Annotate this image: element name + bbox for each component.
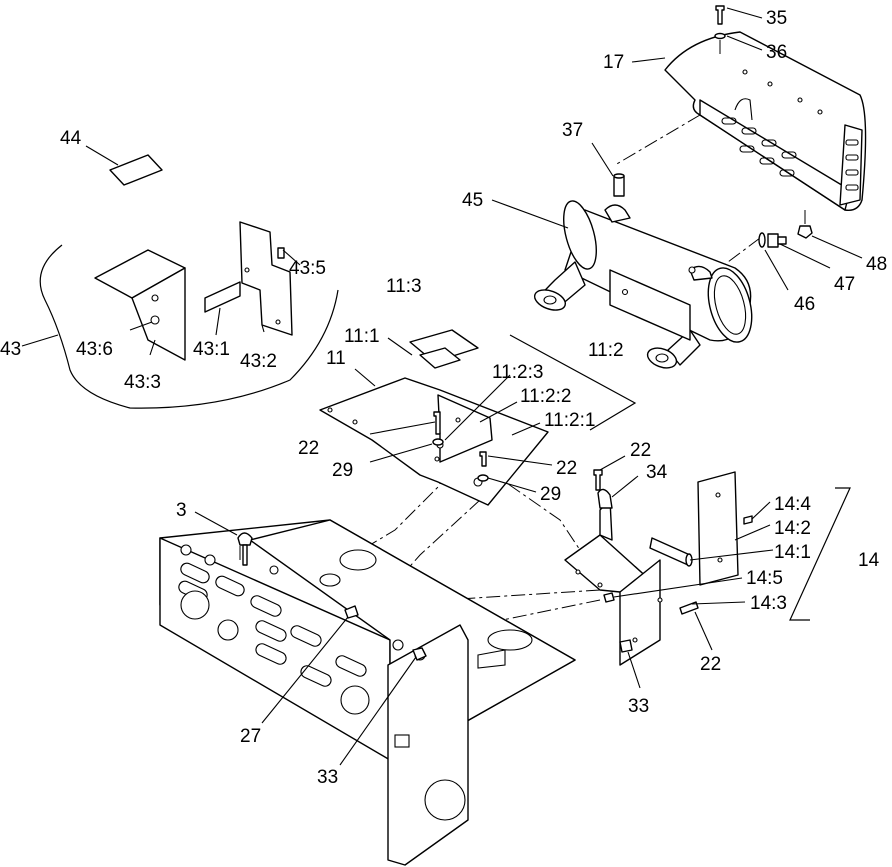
callout-22-d: 22 (700, 654, 721, 675)
callout-43-6: 43:6 (76, 339, 113, 360)
nut-33-right (619, 639, 633, 653)
screw-22-b (479, 451, 487, 467)
callout-14-2: 14:2 (774, 518, 811, 539)
callout-35: 35 (766, 8, 787, 29)
callout-11-2: 11:2 (588, 340, 624, 361)
callout-22-c: 22 (630, 440, 651, 461)
callout-47: 47 (834, 274, 855, 295)
washer-29-b (477, 474, 489, 482)
washer-29-a (432, 438, 444, 446)
bracket-assembly-43 (94, 221, 293, 361)
callout-43-1: 43:1 (193, 339, 230, 360)
leader-lines (21, 7, 863, 766)
heat-shield-17 (664, 31, 867, 211)
screw-22-a (433, 411, 441, 435)
callout-36: 36 (766, 42, 787, 63)
spacer-37 (613, 173, 625, 197)
callout-43-2: 43:2 (240, 351, 277, 372)
main-frame (159, 519, 576, 866)
clamp-34 (597, 488, 613, 509)
callout-37: 37 (562, 120, 583, 141)
callout-43-3: 43:3 (124, 372, 161, 393)
muffler-45 (533, 200, 753, 369)
washer-46 (758, 232, 766, 248)
callout-45: 45 (462, 190, 483, 211)
callout-29-b: 29 (540, 484, 561, 505)
callout-44: 44 (60, 128, 82, 149)
callout-22-b: 22 (556, 458, 577, 479)
callout-43-5: 43:5 (289, 258, 326, 279)
nut-33-frame (412, 647, 427, 661)
screw-22-c (593, 469, 603, 491)
callout-labels: 35 36 17 37 45 48 47 46 44 43 43:5 43:6 … (0, 8, 887, 788)
callout-33-a: 33 (628, 696, 649, 717)
callout-11-3: 11:3 (386, 276, 422, 297)
callout-29-a: 29 (332, 460, 353, 481)
callout-17: 17 (603, 52, 624, 73)
callout-14-4: 14:4 (774, 494, 811, 515)
nut-48 (797, 225, 813, 239)
callout-48: 48 (866, 254, 887, 275)
callout-22-a: 22 (298, 438, 319, 459)
decal-11-1 (419, 347, 461, 369)
knob-3 (237, 532, 253, 566)
screw-35 (715, 5, 725, 25)
callout-46: 46 (794, 294, 815, 315)
nut-14-5 (603, 592, 615, 603)
callout-14-1: 14:1 (774, 542, 811, 563)
callout-11-1: 11:1 (344, 326, 380, 347)
screw-22-d (679, 601, 699, 615)
callout-34: 34 (646, 462, 668, 483)
callout-14-5: 14:5 (746, 568, 783, 589)
callout-11-2-3: 11:2:3 (492, 362, 543, 383)
callout-33-b: 33 (317, 767, 338, 788)
bracket-assembly-14 (564, 471, 753, 666)
callout-11-2-1: 11:2:1 (544, 410, 595, 431)
callout-3: 3 (176, 500, 187, 521)
callout-14: 14 (858, 550, 880, 571)
callout-43: 43 (0, 339, 21, 360)
callout-14-3: 14:3 (750, 593, 787, 614)
bolt-47 (767, 233, 787, 248)
nut-27 (344, 605, 359, 619)
callout-27: 27 (240, 726, 261, 747)
decal-44 (109, 154, 163, 186)
washer-36 (714, 32, 726, 40)
callout-11: 11 (326, 348, 346, 369)
callout-11-2-2: 11:2:2 (520, 386, 571, 407)
